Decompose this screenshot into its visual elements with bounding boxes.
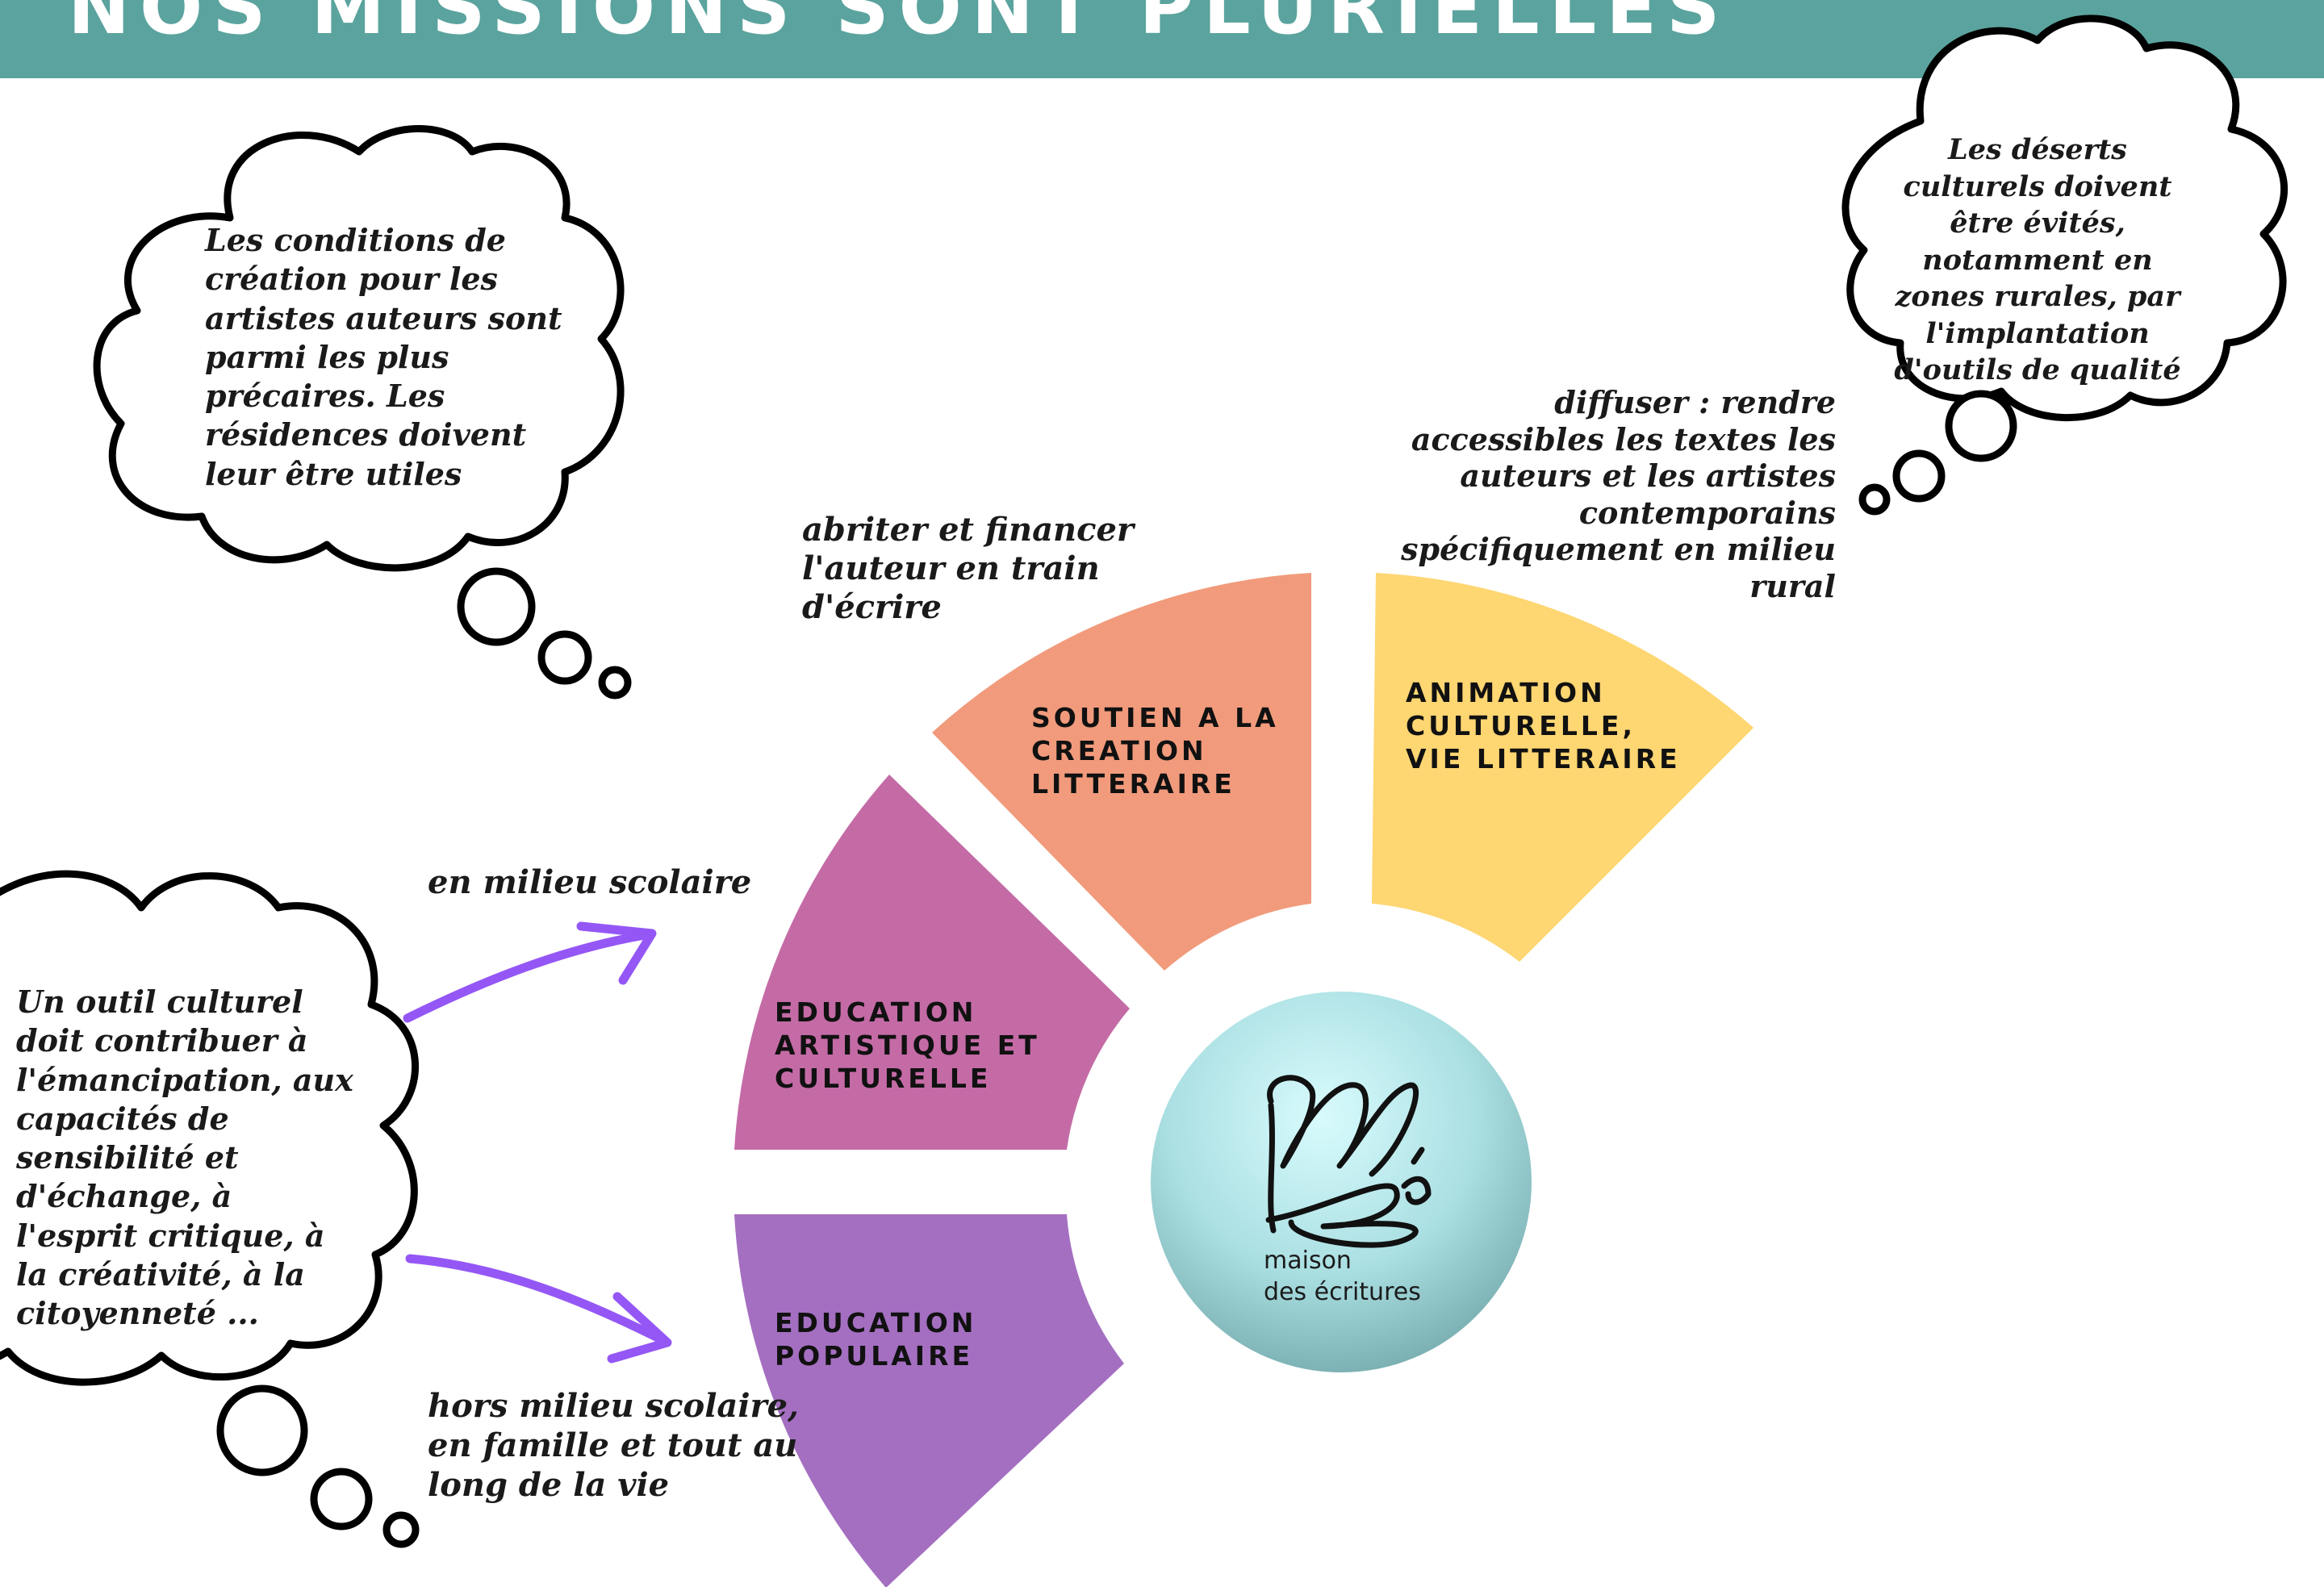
note-milieu-scolaire: en milieu scolaire xyxy=(428,863,752,901)
segment-education-artistique xyxy=(734,775,1130,1150)
segment-animation-culturelle xyxy=(1372,573,1753,962)
note-diffuser: diffuser : rendre accessibles les textes… xyxy=(1401,384,1836,604)
segment-label-education-populaire: EDUCATION POPULAIRE xyxy=(775,1307,977,1372)
header-band: Nos missions sont plurielles xyxy=(0,0,2324,78)
thought-cloud-left xyxy=(0,870,420,1548)
thought-cloud-top-right xyxy=(1841,15,2288,516)
header-title: Nos missions sont plurielles xyxy=(68,0,1730,51)
segment-soutien-creation xyxy=(932,573,1311,971)
thought-cloud-top-left xyxy=(93,125,632,700)
thought-text-top-right: Les déserts culturels doivent être évité… xyxy=(1894,133,2181,386)
segment-label-soutien: SOUTIEN A LA CREATION LITTERAIRE xyxy=(1031,702,1279,800)
logo-monogram-icon xyxy=(1265,1075,1432,1248)
segment-label-animation: ANIMATION CULTURELLE, VIE LITTERAIRE xyxy=(1406,677,1681,775)
segment-education-populaire xyxy=(734,1214,1124,1587)
logo-text-line2: des écritures xyxy=(1264,1278,1421,1306)
thought-text-left: Un outil culturel doit contribuer à l'ém… xyxy=(16,984,353,1331)
logo-text-line1: maison xyxy=(1264,1247,1352,1275)
segment-label-education-artistique: EDUCATION ARTISTIQUE ET CULTURELLE xyxy=(775,996,1040,1094)
note-hors-milieu-scolaire: hors milieu scolaire, en famille et tout… xyxy=(428,1387,799,1505)
thought-text-top-left: Les conditions de création pour les arti… xyxy=(205,222,562,492)
arrow-to-hors-milieu-scolaire xyxy=(405,1254,672,1364)
logo-sphere xyxy=(1151,992,1532,1372)
note-abriter: abriter et financer l'auteur en train d'… xyxy=(802,511,1134,626)
arrow-to-milieu-scolaire xyxy=(403,921,657,1023)
